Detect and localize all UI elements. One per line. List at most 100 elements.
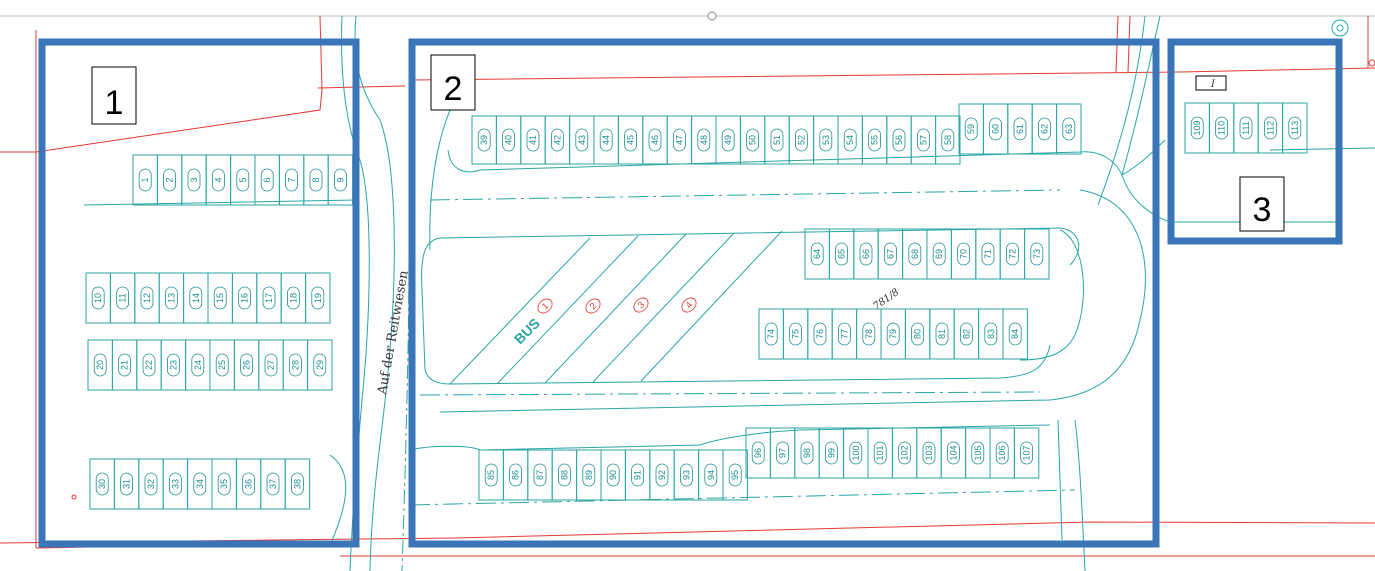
street-name-label: Auf der Reitwiesen — [375, 269, 412, 397]
stall-number-badge — [309, 168, 323, 192]
stall-number-badge — [1038, 117, 1051, 141]
stall-number-badge — [947, 441, 960, 465]
stall-number-badge — [260, 168, 274, 192]
stall-number-badge — [144, 472, 158, 496]
stall-number-badge — [843, 128, 857, 152]
stall-number-badge — [764, 322, 778, 346]
stall-number: 70 — [959, 249, 969, 259]
parking-stall — [1013, 427, 1040, 479]
stall-number-badge — [631, 463, 644, 487]
stall-number: 63 — [1064, 124, 1074, 134]
stall-number: 35 — [219, 479, 229, 489]
stall-number: 106 — [997, 445, 1007, 460]
stall-number-badge — [825, 441, 838, 465]
stall-number: 13 — [166, 293, 176, 303]
stall-number-badge — [795, 128, 808, 152]
stall-number-badge — [575, 128, 589, 152]
parking-stall — [307, 339, 333, 391]
area-3-label-box — [1239, 176, 1285, 232]
stall-number-badge — [93, 353, 107, 377]
stall-number: 42 — [552, 135, 562, 145]
stall-number: 9 — [335, 177, 345, 182]
stall-number-badge — [911, 322, 924, 346]
stall-number: 93 — [681, 470, 691, 480]
stall-number-badge — [989, 117, 1002, 141]
stall-number: 60 — [991, 124, 1001, 134]
stall-number-badge — [964, 117, 978, 141]
stall-number: 103 — [924, 445, 934, 460]
stall-number-badge — [1020, 441, 1033, 465]
parking-stall — [305, 272, 331, 324]
stall-number-badge — [484, 463, 498, 487]
stall-number: 2 — [165, 177, 175, 182]
bus-spot-badge — [537, 298, 553, 314]
stall-number: 41 — [528, 135, 538, 145]
stall-number-badge — [582, 463, 596, 487]
stall-number: 25 — [217, 360, 227, 370]
stall-number: 29 — [315, 360, 325, 370]
stall-number-badge — [238, 286, 252, 310]
bus-spot-number: 4 — [684, 300, 695, 311]
stall-number: 83 — [986, 329, 996, 339]
stall-number: 80 — [913, 329, 923, 339]
stall-number: 52 — [796, 135, 806, 145]
stall-number: 33 — [170, 479, 180, 489]
stall-number: 26 — [242, 360, 252, 370]
stall-number: 20 — [95, 360, 105, 370]
stall-number: 105 — [973, 445, 983, 460]
stall-number: 107 — [1022, 445, 1032, 460]
stall-number-badge — [624, 128, 637, 152]
bus-spot-number: 1 — [540, 301, 551, 312]
stall-number: 111 — [1241, 121, 1251, 135]
bus-spot-number: 2 — [588, 301, 599, 312]
stall-number: 91 — [633, 470, 643, 480]
stall-number-badge — [941, 128, 955, 152]
parking-stall — [1002, 308, 1028, 360]
stall-number: 67 — [885, 249, 895, 259]
stall-number: 34 — [195, 479, 205, 489]
stall-number-badge — [673, 128, 686, 152]
stall-number: 72 — [1007, 249, 1017, 259]
area-1-frame — [38, 38, 360, 548]
stall-number-badge — [236, 168, 250, 192]
area-2-label-box — [430, 54, 476, 111]
area-3-label: 3 — [1253, 191, 1272, 229]
stall-number: 104 — [948, 445, 958, 460]
stall-number-badge — [120, 472, 133, 496]
stall-number: 89 — [584, 470, 594, 480]
stall-number: 19 — [313, 293, 323, 303]
stall-number-badge — [211, 168, 225, 192]
stall-number: 64 — [812, 249, 822, 259]
stall-number-badge — [1215, 116, 1228, 140]
stall-number: 46 — [650, 135, 660, 145]
bus-label: BUS — [511, 315, 543, 347]
stall-number-badge — [819, 128, 833, 152]
stall-number-badge — [971, 441, 985, 465]
stall-number-badge — [917, 128, 930, 152]
stall-number: 68 — [910, 249, 920, 259]
stall-number-badge — [91, 286, 105, 310]
stall-number: 87 — [535, 470, 545, 480]
stall-number: 97 — [778, 448, 788, 458]
stall-number-badge — [118, 353, 131, 377]
stall-number-badge — [849, 441, 863, 465]
stall-number-badge — [313, 353, 327, 377]
area-frames: 1 2 3 — [38, 38, 1343, 548]
stall-number-badge — [213, 286, 227, 310]
stall-number-badge — [166, 353, 180, 377]
stall-number-badge — [242, 472, 256, 496]
stall-number-badge — [288, 353, 302, 377]
stall-number-badge — [558, 463, 571, 487]
stall-number-badge — [266, 472, 280, 496]
stall-number: 69 — [934, 249, 944, 259]
stall-number-badge — [751, 441, 765, 465]
stall-number: 1 — [140, 177, 150, 182]
stall-number: 100 — [851, 445, 861, 460]
stall-number-badge — [884, 242, 897, 266]
stall-number-badge — [1013, 117, 1027, 141]
